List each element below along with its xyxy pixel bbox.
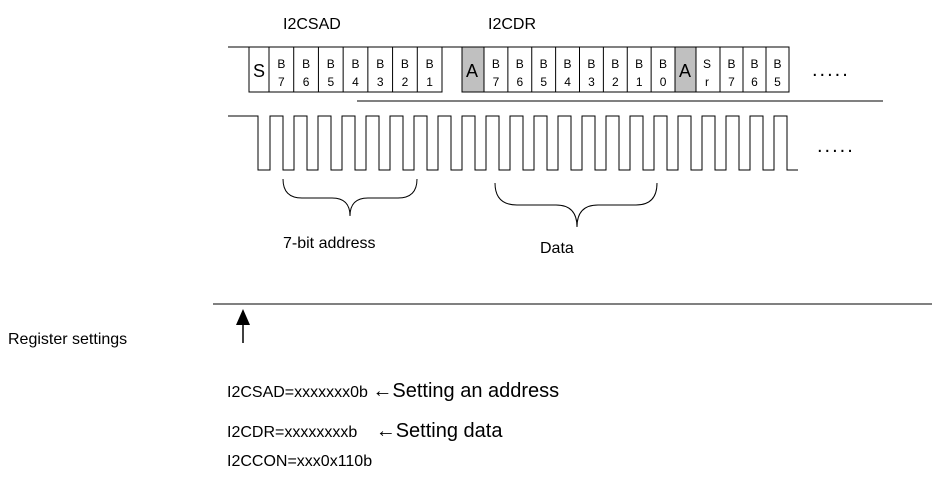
address-bit-label: B xyxy=(351,57,359,71)
address-bit-label: 4 xyxy=(352,75,359,89)
data-bit-label: B xyxy=(659,57,667,71)
data-bit-label: 7 xyxy=(493,75,500,89)
register-arrow-head xyxy=(236,309,250,325)
register-note: ←Setting an address xyxy=(372,380,560,402)
data-bit-label: B xyxy=(611,57,619,71)
data-bit-label: B xyxy=(564,57,572,71)
data-bit-label: B xyxy=(492,57,500,71)
data-bit-label: 5 xyxy=(540,75,547,89)
register-settings-title: Register settings xyxy=(8,331,128,348)
data-bit-label: 3 xyxy=(588,75,595,89)
restart-bit-box xyxy=(695,46,721,93)
address-bit-label: B xyxy=(426,57,434,71)
address-bit-label: 7 xyxy=(278,75,285,89)
address-bit-label: B xyxy=(277,57,285,71)
i2csad-label: I2CSAD xyxy=(283,16,341,33)
register-line-i2ccon: I2CCON=xxx0x110b xyxy=(227,453,372,471)
address-bit-label: 2 xyxy=(402,75,409,89)
ellipsis-top: ..... xyxy=(812,59,850,81)
address-bit-label: 1 xyxy=(426,75,433,89)
register-code: I2CSAD=xxxxxxx0b xyxy=(227,384,368,401)
register-note: ←Setting data xyxy=(375,420,503,442)
register-line-i2cdr: I2CDR=xxxxxxxxb ←Setting data xyxy=(227,420,502,443)
address-caption: 7-bit address xyxy=(283,235,376,252)
ack-label-2: A xyxy=(679,61,691,81)
next-bit-label: 5 xyxy=(774,75,781,89)
next-bit-label: 6 xyxy=(751,75,758,89)
data-bit-label: 1 xyxy=(636,75,643,89)
i2cdr-label: I2CDR xyxy=(488,16,536,33)
data-bit-label: B xyxy=(635,57,643,71)
register-line-i2csad: I2CSAD=xxxxxxx0b ←Setting an address xyxy=(227,380,559,403)
scl-clock-waveform xyxy=(228,115,798,171)
address-brace xyxy=(282,178,418,217)
data-brace xyxy=(494,182,658,228)
data-bit-label: 4 xyxy=(564,75,571,89)
register-code: I2CCON=xxx0x110b xyxy=(227,453,373,470)
address-bit-label: B xyxy=(327,57,335,71)
address-bit-label: 6 xyxy=(303,75,310,89)
next-bit-label: 7 xyxy=(728,75,735,89)
data-bit-label: B xyxy=(540,57,548,71)
ack-label-1: A xyxy=(466,61,478,81)
data-bit-label: B xyxy=(587,57,595,71)
start-label: S xyxy=(253,61,265,81)
register-code: I2CDR=xxxxxxxxb xyxy=(227,424,358,441)
restart-label-top: S xyxy=(703,57,711,71)
address-bit-label: 3 xyxy=(377,75,384,89)
next-frame xyxy=(719,46,790,93)
data-bit-label: B xyxy=(516,57,524,71)
ellipsis-clock: ..... xyxy=(817,135,855,157)
data-bit-label: 2 xyxy=(612,75,619,89)
data-bit-label: 0 xyxy=(660,75,667,89)
restart-label-bottom: r xyxy=(705,75,709,89)
data-caption: Data xyxy=(540,240,574,257)
next-bit-label: B xyxy=(773,57,781,71)
address-frame xyxy=(268,46,443,93)
next-bit-label: B xyxy=(727,57,735,71)
address-bit-label: B xyxy=(302,57,310,71)
address-bit-label: B xyxy=(401,57,409,71)
address-bit-label: 5 xyxy=(327,75,334,89)
data-bit-label: 6 xyxy=(516,75,523,89)
address-bit-label: B xyxy=(376,57,384,71)
next-bit-label: B xyxy=(750,57,758,71)
